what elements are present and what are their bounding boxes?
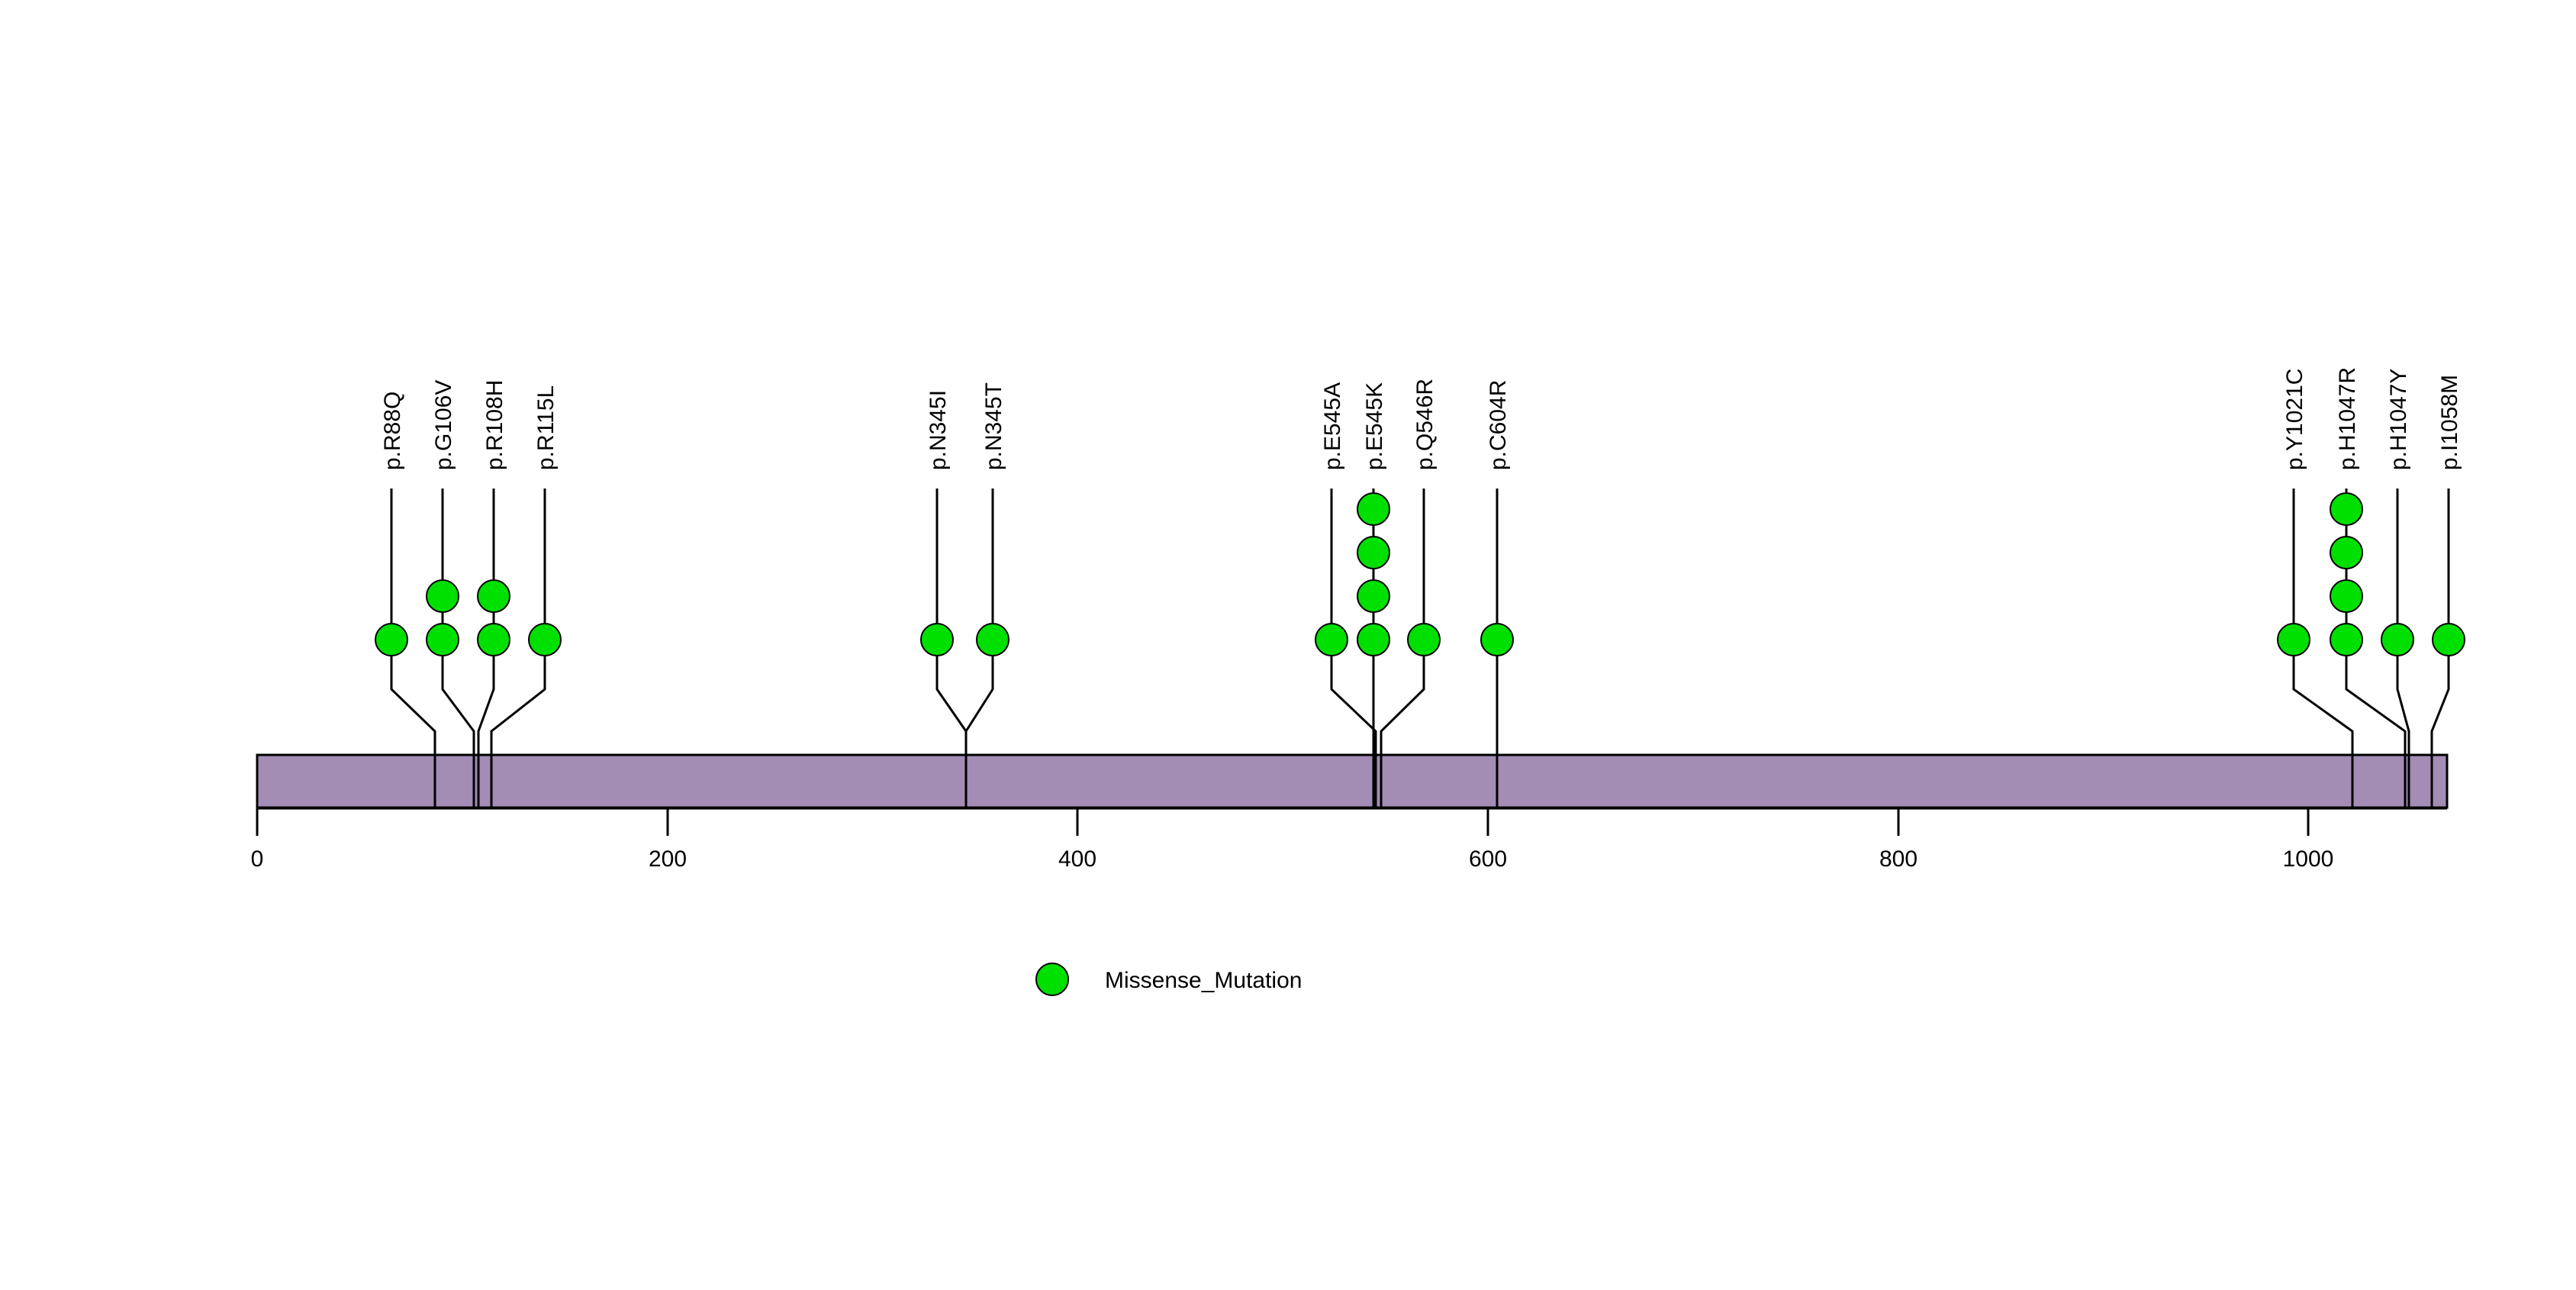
lollipop-group-p-N345I[interactable]: p.N345I (920, 390, 968, 808)
lollipop-stem (2430, 489, 2450, 808)
lollipop-group-p-R88Q[interactable]: p.R88Q (375, 392, 436, 808)
lollipop-label: p.R88Q (380, 392, 405, 470)
lollipop-stem (1330, 489, 1377, 808)
axis-tick-label-400: 400 (1058, 847, 1096, 872)
mutation-dot[interactable] (426, 579, 459, 613)
mutation-dot[interactable] (2330, 623, 2363, 656)
lollipop-label: p.N345T (981, 382, 1006, 470)
lollipop-stem (2396, 489, 2410, 808)
protein-backbone-rect (256, 753, 2449, 809)
mutation-dot[interactable] (528, 623, 562, 656)
axis-tick-label-600: 600 (1469, 847, 1507, 872)
legend-swatch-missense-icon (1035, 963, 1069, 996)
lollipop-group-p-G106V[interactable]: p.G106V (426, 380, 475, 808)
lollipop-stem (964, 489, 994, 808)
lollipop-group-p-E545K[interactable]: p.E545K (1357, 382, 1390, 808)
lollipop-label: p.E545A (1320, 382, 1345, 470)
lollipop-label: p.E545K (1362, 382, 1387, 470)
mutation-dot[interactable] (477, 623, 510, 656)
axis-tick-label-0: 0 (251, 847, 264, 872)
x-axis: 0 200 400 600 800 1000 (251, 807, 2447, 872)
mutation-dot[interactable] (2330, 579, 2363, 613)
mutation-dot[interactable] (477, 579, 510, 613)
lollipop-label: p.C604R (1486, 380, 1511, 470)
lollipop-label: p.G106V (431, 380, 456, 470)
lollipop-stem (490, 489, 546, 808)
lollipop-group-p-N345T[interactable]: p.N345T (964, 382, 1009, 808)
mutation-dot[interactable] (426, 623, 459, 656)
axis-tick-label-1000: 1000 (2283, 847, 2334, 872)
lollipop-group-p-Q546R[interactable]: p.Q546R (1380, 379, 1441, 808)
lollipop-label: p.Y1021C (2282, 369, 2307, 470)
mutation-dot[interactable] (1315, 623, 1348, 656)
mutation-dot[interactable] (1407, 623, 1441, 656)
lollipop-label: p.H1047Y (2386, 369, 2411, 470)
lollipop-label: p.R115L (533, 385, 559, 470)
lollipop-label: p.Q546R (1412, 379, 1438, 470)
lollipop-group-p-R115L[interactable]: p.R115L (490, 385, 562, 808)
lollipop-group-p-H1047R[interactable]: p.H1047R (2330, 367, 2407, 808)
mutation-dot[interactable] (1357, 623, 1390, 656)
mutation-dot[interactable] (1357, 579, 1390, 613)
mutation-dot[interactable] (976, 623, 1009, 656)
mutation-dot[interactable] (2277, 623, 2310, 656)
lollipop-stem (1380, 489, 1425, 808)
lollipop-group-p-I1058M[interactable]: p.I1058M (2430, 375, 2465, 808)
mutation-dot[interactable] (1357, 492, 1390, 526)
mutation-dot[interactable] (2330, 536, 2363, 569)
mutation-dot[interactable] (1480, 623, 1514, 656)
lollipop-group-p-C604R[interactable]: p.C604R (1480, 380, 1514, 808)
axis-tick-label-800: 800 (1879, 847, 1918, 872)
mutation-dot[interactable] (920, 623, 954, 656)
lollipop-stem (2292, 489, 2354, 808)
mutation-dot[interactable] (1357, 536, 1390, 569)
lollipop-label: p.I1058M (2437, 375, 2462, 470)
lollipop-label: p.N345I (926, 390, 951, 470)
lollipop-group-p-R108H[interactable]: p.R108H (477, 380, 510, 808)
lollipop-group-p-E545A[interactable]: p.E545A (1315, 382, 1377, 808)
lollipop-label: p.R108H (482, 380, 507, 470)
legend: Missense_Mutation (1035, 963, 1302, 996)
lollipop-group-p-H1047Y[interactable]: p.H1047Y (2381, 369, 2414, 808)
mutation-dot[interactable] (2432, 623, 2465, 656)
protein-backbone-track (256, 753, 2449, 809)
mutation-dot[interactable] (2381, 623, 2414, 656)
legend-label-missense: Missense_Mutation (1105, 968, 1302, 993)
lollipop-group-p-Y1021C[interactable]: p.Y1021C (2277, 369, 2354, 808)
mutation-dot[interactable] (375, 623, 408, 656)
lollipop-stem (390, 489, 436, 808)
lollipop-label: p.H1047R (2335, 367, 2360, 470)
mutation-dot[interactable] (2330, 492, 2363, 526)
axis-tick-label-200: 200 (649, 847, 687, 872)
